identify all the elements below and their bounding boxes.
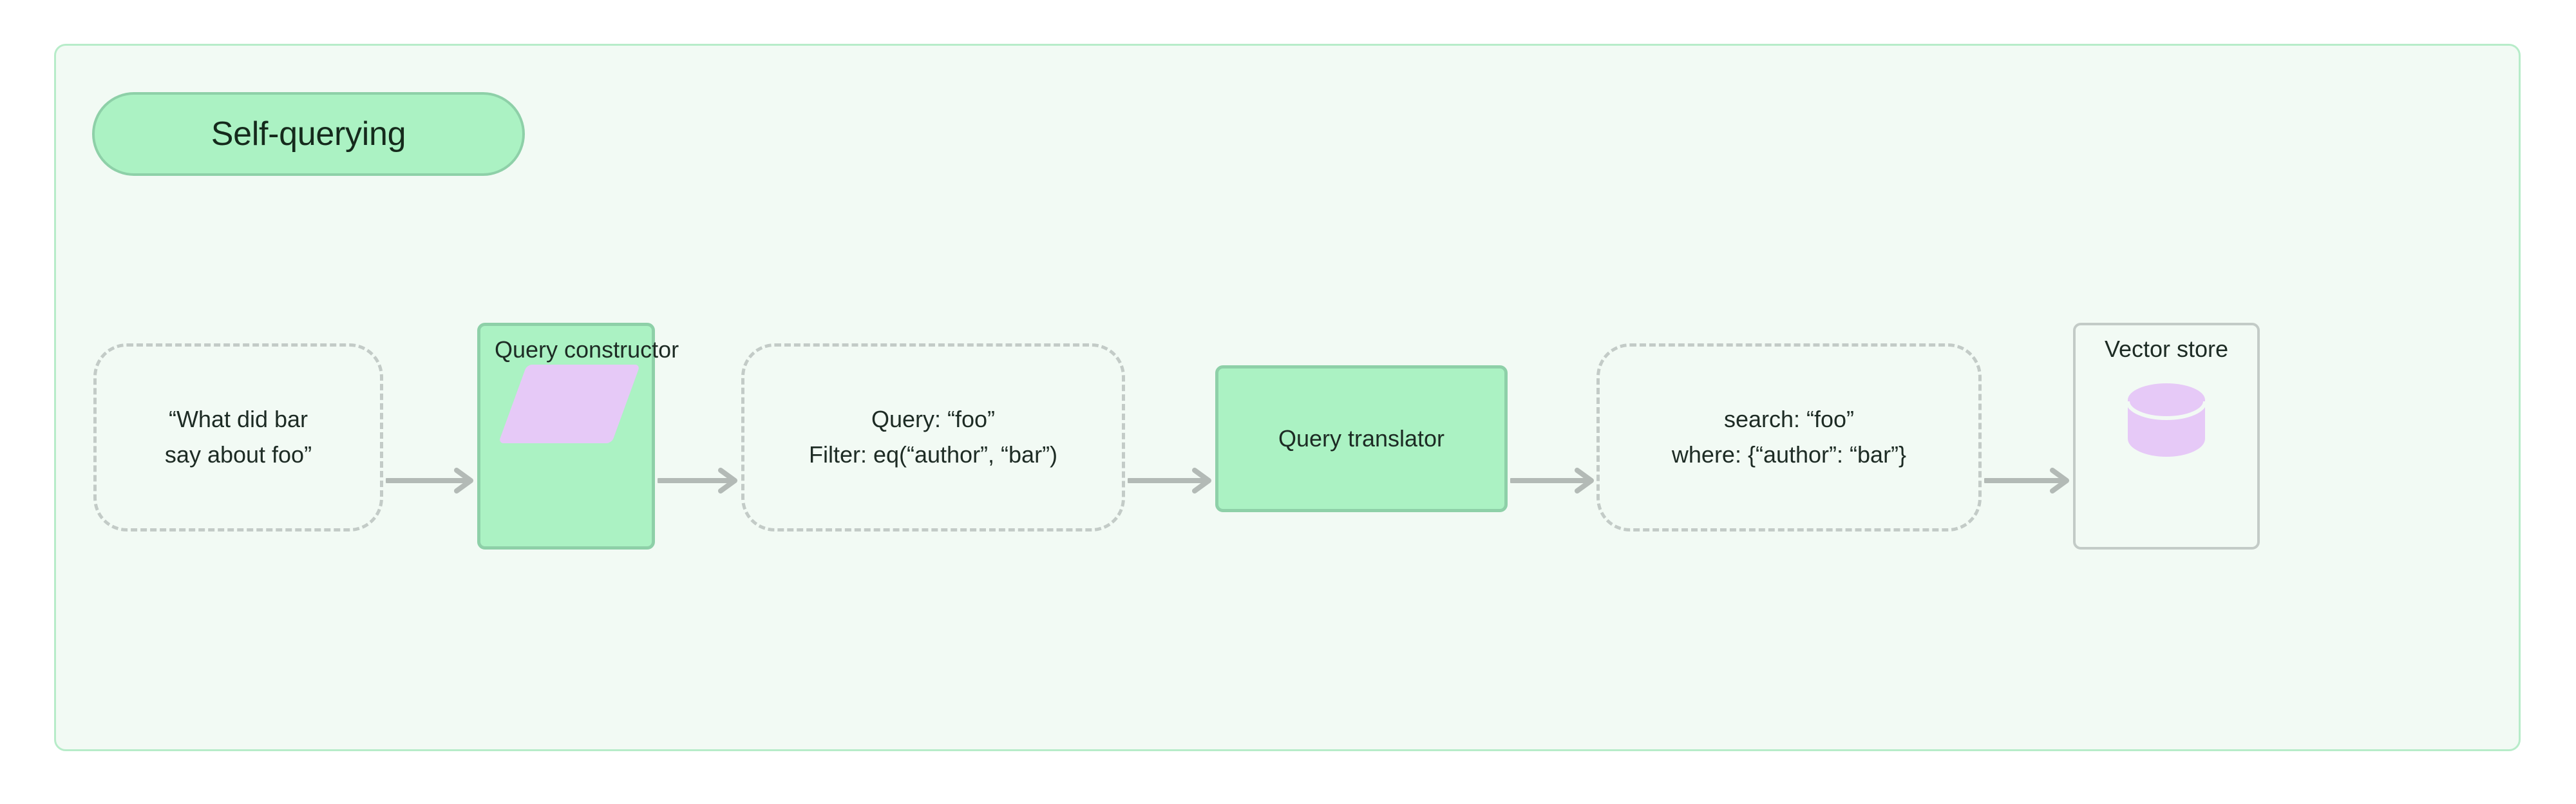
arrow-right-icon <box>1984 468 2069 493</box>
node-query-translator-label: Query translator <box>1278 425 1445 452</box>
node-query-constructor-label: Query constructor <box>495 336 679 363</box>
node-native-query-line-2: where: {“author”: “bar”} <box>1671 441 1907 468</box>
edge-arrow-2 <box>658 468 740 493</box>
node-vector-store-label: Vector store <box>2104 336 2229 362</box>
node-query-constructor[interactable]: Query constructor <box>477 323 679 550</box>
database-cylinder-icon <box>2126 383 2206 457</box>
node-native-query[interactable]: search: “foo” where: {“author”: “bar”} <box>1596 343 1982 531</box>
edge-arrow-3 <box>1128 468 1214 493</box>
edge-arrow-4 <box>1510 468 1596 493</box>
arrow-right-icon <box>1510 468 1594 493</box>
diagram-title-label: Self-querying <box>211 115 406 153</box>
parallelogram-icon <box>498 365 641 443</box>
edge-arrow-1 <box>386 468 476 493</box>
node-user-question-line-1: “What did bar <box>168 406 308 433</box>
node-query-translator[interactable]: Query translator <box>1215 365 1508 512</box>
edge-arrow-5 <box>1984 468 2072 493</box>
arrow-right-icon <box>386 468 473 493</box>
self-querying-flow-container: Self-querying “What did bar say about fo… <box>54 44 2521 751</box>
node-structured-query[interactable]: Query: “foo” Filter: eq(“author”, “bar”) <box>741 343 1125 531</box>
node-user-question-line-2: say about foo” <box>164 441 312 468</box>
node-structured-query-line-1: Query: “foo” <box>871 406 996 433</box>
arrow-right-icon <box>658 468 737 493</box>
node-structured-query-line-2: Filter: eq(“author”, “bar”) <box>808 441 1058 468</box>
node-user-question[interactable]: “What did bar say about foo” <box>93 343 383 531</box>
flow-node-row: “What did bar say about foo” Query const… <box>56 46 2519 749</box>
node-vector-store[interactable]: Vector store <box>2073 323 2260 550</box>
arrow-right-icon <box>1128 468 1211 493</box>
node-native-query-line-1: search: “foo” <box>1723 406 1855 433</box>
diagram-title-badge: Self-querying <box>92 92 525 176</box>
